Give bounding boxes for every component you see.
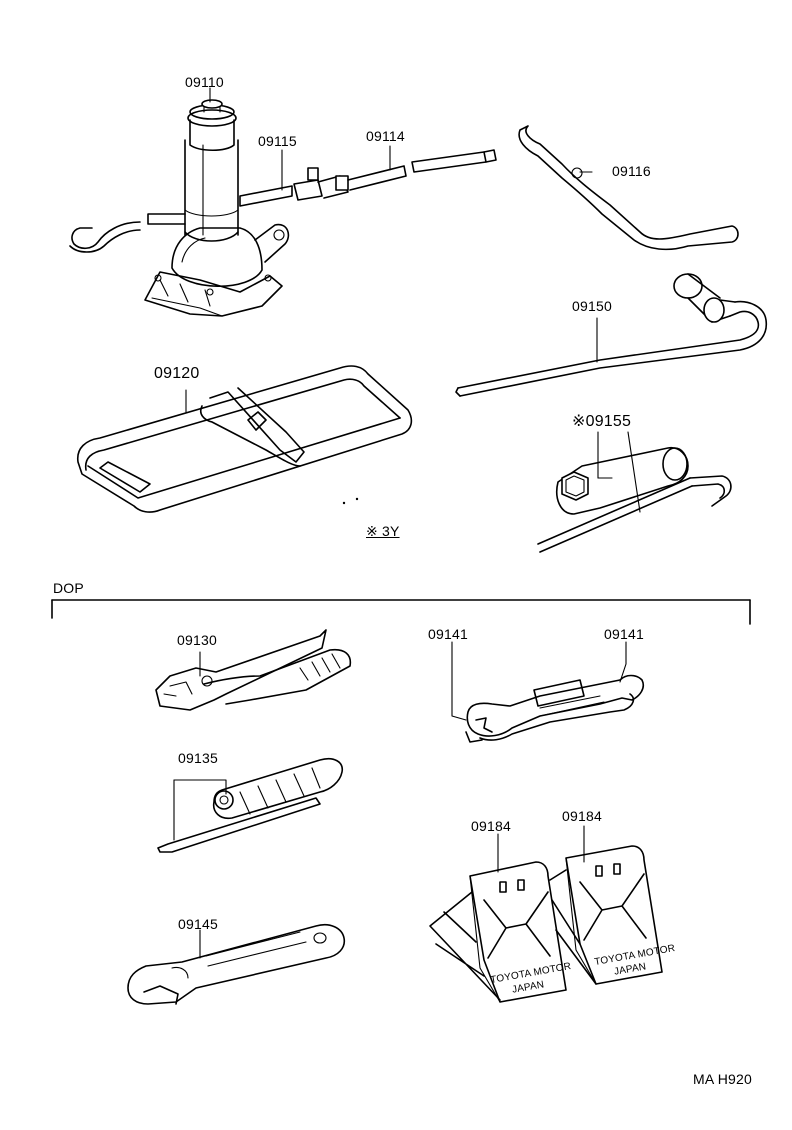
part-label-plug-wrench: ※09155 bbox=[572, 413, 632, 430]
part-label-lever: 09116 bbox=[612, 163, 651, 179]
part-label-screwdriver: 09135 bbox=[178, 750, 218, 766]
note-label-3y: ※ 3Y bbox=[366, 523, 400, 539]
part-label-hub-nut-wrench: 09150 bbox=[572, 298, 612, 314]
part-label-wheel-chock-left: 09184 bbox=[471, 818, 511, 834]
jack-handle-illustration bbox=[239, 149, 497, 207]
part-label-pliers: 09130 bbox=[177, 632, 217, 648]
spanner-illustration bbox=[465, 674, 645, 743]
hub-nut-wrench-illustration bbox=[455, 273, 768, 397]
part-label-jack-handle-joint: 09115 bbox=[258, 133, 297, 149]
wheel-chock-right-illustration bbox=[549, 845, 663, 985]
part-label-spanner-right: 09141 bbox=[604, 626, 644, 642]
pliers-illustration bbox=[155, 629, 352, 711]
part-label-adjustable-wrench: 09145 bbox=[178, 916, 218, 932]
part-label-tool-bag: 09120 bbox=[154, 365, 200, 382]
wheel-chock-left-illustration bbox=[429, 861, 567, 1003]
part-label-spanner-left: 09141 bbox=[428, 626, 468, 642]
tool-bag-illustration bbox=[76, 365, 413, 513]
screwdriver-illustration bbox=[157, 757, 344, 853]
lever-illustration bbox=[518, 125, 739, 251]
dop-bracket bbox=[51, 599, 751, 625]
jack-illustration bbox=[69, 99, 290, 317]
part-label-wheel-chock-right: 09184 bbox=[562, 808, 602, 824]
adjustable-wrench-illustration bbox=[127, 923, 346, 1005]
part-label-jack: 09110 bbox=[185, 74, 224, 90]
section-label-dop: DOP bbox=[53, 580, 84, 596]
plug-wrench-illustration bbox=[537, 446, 732, 553]
footer-code: MA H920 bbox=[693, 1071, 752, 1087]
part-label-jack-handle-ext: 09114 bbox=[366, 128, 405, 144]
